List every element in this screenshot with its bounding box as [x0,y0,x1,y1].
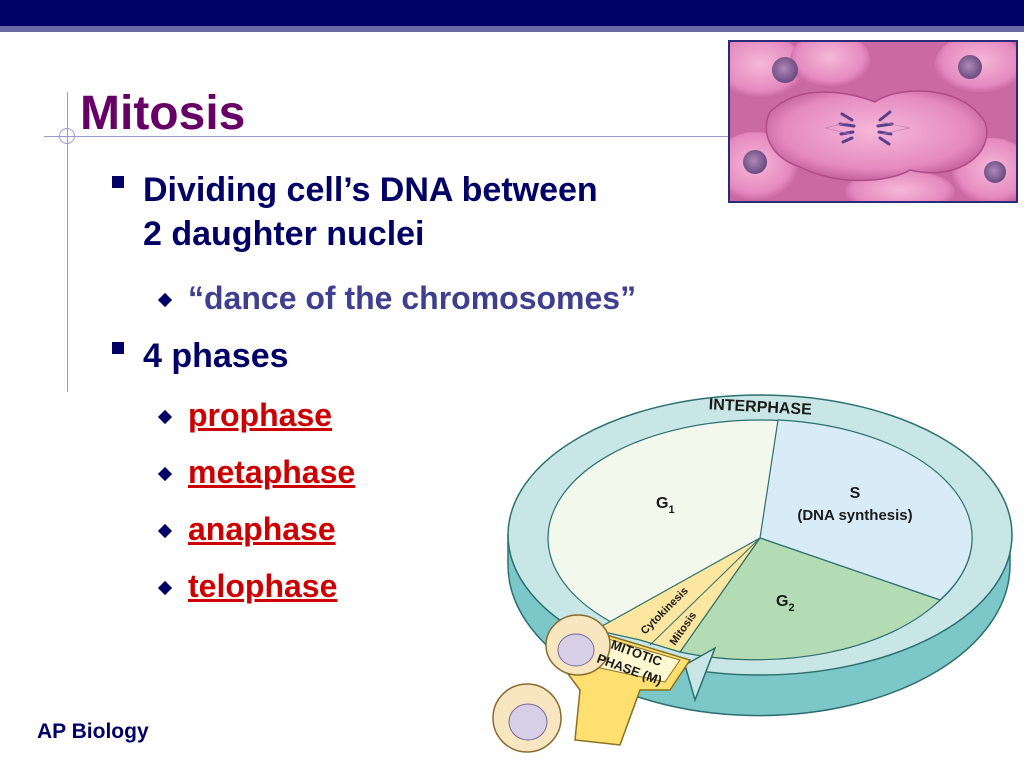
g2-phase-sector [678,537,942,661]
g1-label-sub: 1 [668,504,674,516]
phase-link-text[interactable]: telophase [188,568,338,604]
guide-line-horizontal [44,136,734,137]
phase-link-text[interactable]: metaphase [188,454,356,490]
bullet-text-line1: Dividing cell’s DNA between [143,171,598,209]
g1-label-main: G [656,495,668,512]
interphase-label: INTERPHASE [708,396,812,418]
guide-line-vertical [67,92,68,392]
daughter-nucleus-lower [508,703,548,741]
s-label: S [850,485,861,502]
s-phase-sector [759,419,973,601]
phase-link-text[interactable]: anaphase [188,511,336,547]
bullet-text: Dividing cell’s DNA between 2 daughter n… [143,168,598,256]
phase-link-text[interactable]: prophase [188,397,333,433]
slide-title: Mitosis [80,87,246,140]
bullet-text: 4 phases [143,337,289,375]
top-banner-stripe [0,26,1024,32]
square-bullet-icon [112,342,124,354]
s-description: (DNA synthesis) [797,507,912,524]
g2-label-sub: 2 [788,602,794,614]
bullet-text-line2: 2 daughter nuclei [143,215,425,253]
g2-label-main: G [776,593,788,610]
footer-course-label: AP Biology [37,720,149,743]
mitotic-wedge [593,537,761,653]
sub-bullet-quote-text: “dance of the chromosomes” [188,280,637,316]
square-bullet-icon [112,176,124,188]
g1-label: G1 [656,495,675,516]
crosshair-ornament [59,128,75,144]
daughter-nucleus-upper [557,633,595,667]
g2-label: G2 [776,593,795,614]
mitosis-divider [649,537,761,646]
top-banner [0,0,1024,26]
micrograph-drawing [730,42,1016,201]
ring-arrowhead [684,646,717,703]
mitosis-micrograph-image [728,40,1018,203]
